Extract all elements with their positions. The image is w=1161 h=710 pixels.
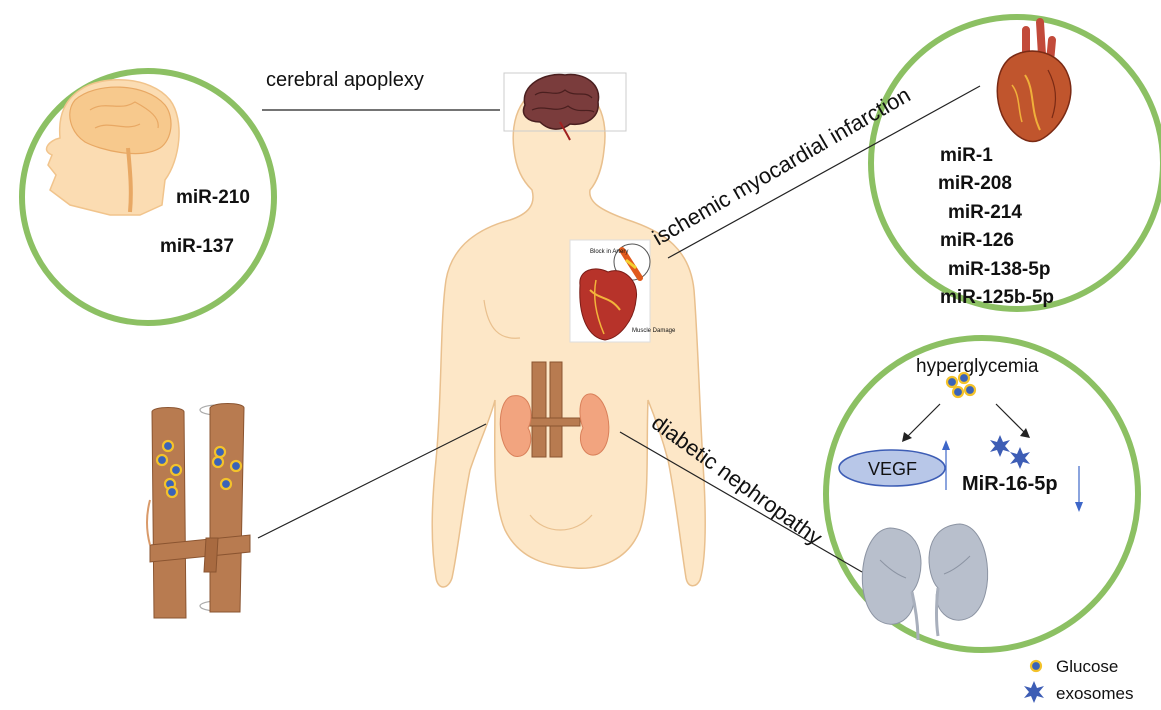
mir-16-5p-label: MiR-16-5p	[962, 473, 1058, 495]
heart-circle	[868, 14, 1161, 312]
brain-mir-210: miR-210	[176, 187, 250, 208]
diabetic-connector-line	[619, 431, 863, 573]
cerebral-apoplexy-label: cerebral apoplexy	[266, 69, 424, 91]
heart-inset-illustration: Block in Artery Muscle Damage	[569, 239, 676, 343]
kidney-pair-illustration	[861, 523, 989, 641]
body-silhouette	[431, 84, 706, 588]
legend: Glucose exosomes	[1024, 657, 1133, 703]
vegf-ellipse	[838, 449, 946, 487]
arrow-to-mir	[995, 403, 1027, 435]
exosome-cluster	[990, 435, 1030, 469]
legend-exosomes-label: exosomes	[1056, 684, 1133, 703]
heart-mir-208: miR-208	[938, 173, 1012, 194]
body-kidneys-illustration	[499, 361, 610, 458]
ischemic-label: ischemic myocardial infarction	[648, 82, 915, 250]
brain-mir-137: miR-137	[160, 236, 234, 257]
vessel-connector-line	[257, 423, 487, 539]
arrow-to-vegf	[905, 403, 941, 439]
brain-illustration	[522, 73, 600, 141]
heart-mir-126: miR-126	[940, 230, 1014, 251]
vegf-label: VEGF	[868, 459, 917, 479]
heart-inset-damage-label: Muscle Damage	[632, 328, 676, 334]
heart-mir-138-5p: miR-138-5p	[948, 259, 1050, 280]
hyperglycemia-label: hyperglycemia	[916, 356, 1039, 377]
head-profile-illustration	[45, 79, 180, 216]
heart-mir-125b-5p: miR-125b-5p	[940, 287, 1054, 308]
ischemic-connector-line	[667, 85, 981, 259]
kidney-circle	[823, 335, 1141, 653]
heart-illustration	[996, 18, 1072, 143]
heart-inset-block-label: Block in Artery	[590, 249, 628, 255]
heart-mir-214: miR-214	[948, 202, 1022, 223]
brain-circle	[19, 68, 277, 326]
blood-vessel-illustration	[146, 403, 251, 619]
legend-glucose-label: Glucose	[1056, 657, 1118, 676]
heart-mir-1: miR-1	[940, 145, 993, 166]
